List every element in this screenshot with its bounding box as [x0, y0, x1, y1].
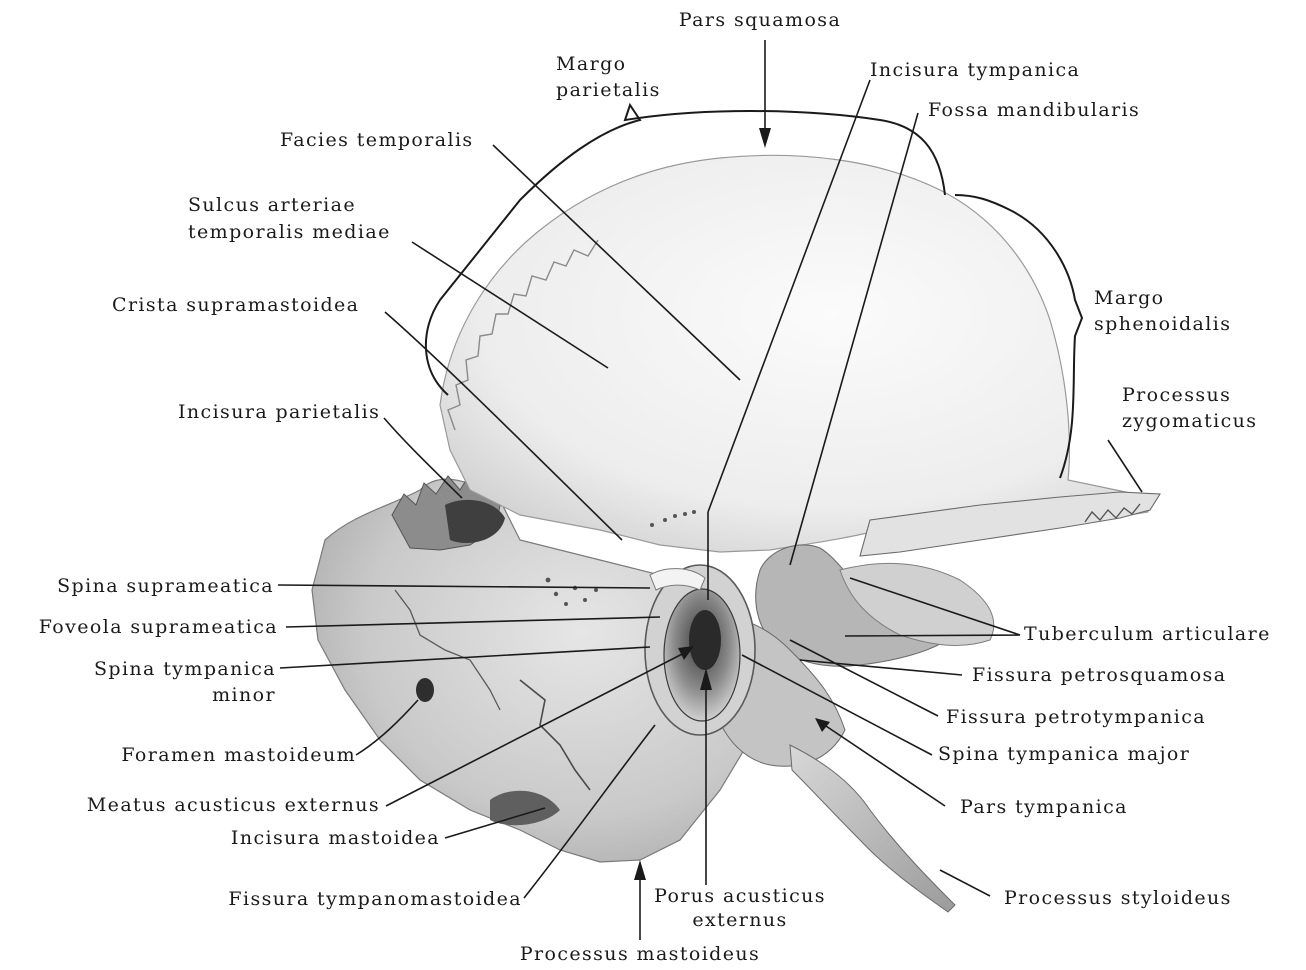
label-fissura-petrotympanica: Fissura petrotympanica [946, 705, 1206, 729]
label-tuberculum-articulare: Tuberculum articulare [1024, 622, 1271, 646]
label-pars-tympanica: Pars tympanica [960, 795, 1128, 819]
label-foramen-mastoideum: Foramen mastoideum [0, 743, 356, 767]
label-spina-tympanica-minor-line1: Spina tympanica [0, 657, 276, 681]
leader-processus-zygomaticus [1108, 440, 1142, 492]
label-fossa-mandibularis: Fossa mandibularis [928, 98, 1140, 122]
label-margo-sphenoidalis-line1: Margo [1094, 286, 1164, 310]
label-spina-suprameatica: Spina suprameatica [0, 574, 274, 598]
label-processus-zygomaticus-line1: Processus [1122, 383, 1231, 407]
label-foveola-suprameatica: Foveola suprameatica [0, 615, 278, 639]
label-sulcus-line2: temporalis mediae [188, 220, 391, 244]
leader-processus-styloideus [940, 870, 990, 896]
label-processus-zygomaticus-line2: zygomaticus [1122, 409, 1257, 433]
arrow-processus-mastoideus [634, 860, 646, 880]
label-processus-mastoideus: Processus mastoideus [480, 942, 800, 966]
label-spina-tympanica-minor-line2: minor [0, 683, 276, 707]
label-crista-supramastoidea: Crista supramastoidea [112, 293, 359, 317]
label-margo-parietalis-line2: parietalis [556, 78, 661, 102]
label-facies-temporalis: Facies temporalis [280, 128, 474, 152]
label-pars-squamosa: Pars squamosa [640, 8, 880, 32]
label-porus-line1: Porus acusticus [600, 884, 880, 908]
label-margo-parietalis-line1: Margo [556, 52, 626, 76]
meatus-inner-shape [689, 610, 721, 670]
label-meatus-acusticus-externus: Meatus acusticus externus [0, 793, 380, 817]
label-margo-sphenoidalis-line2: sphenoidalis [1094, 312, 1231, 336]
label-incisura-mastoidea: Incisura mastoidea [0, 826, 440, 850]
label-fissura-petrosquamosa: Fissura petrosquamosa [972, 663, 1226, 687]
label-fissura-tympanomastoidea: Fissura tympanomastoidea [0, 887, 522, 911]
arrow-pars-squamosa [759, 128, 771, 148]
label-spina-tympanica-major: Spina tympanica major [938, 742, 1190, 766]
squama-shape [440, 155, 1150, 552]
label-incisura-parietalis: Incisura parietalis [178, 400, 380, 424]
mastoid-foramen-shape [416, 678, 434, 702]
label-incisura-tympanica: Incisura tympanica [870, 58, 1080, 82]
label-porus-line2: externus [600, 908, 880, 932]
label-processus-styloideus: Processus styloideus [1004, 886, 1232, 910]
label-sulcus-line1: Sulcus arteriae [188, 193, 356, 217]
